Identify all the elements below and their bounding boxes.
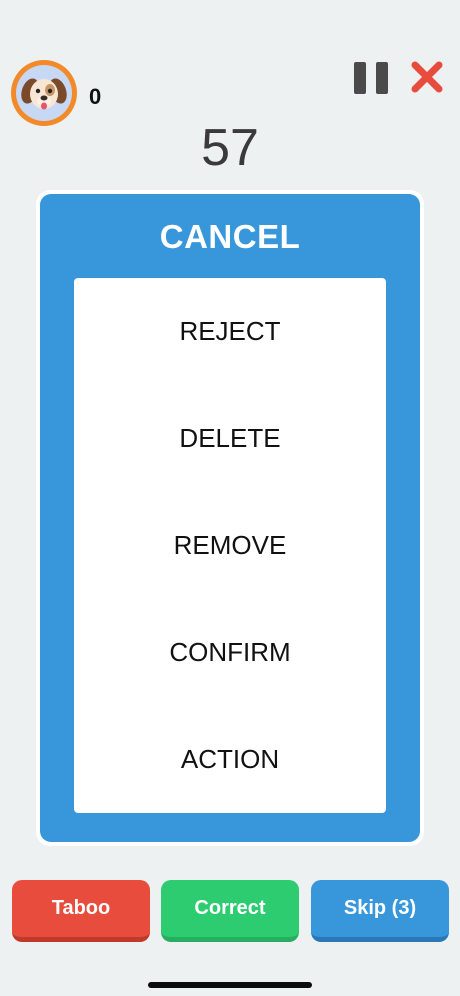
player-score: 0 bbox=[89, 84, 102, 109]
taboo-word: REMOVE bbox=[173, 530, 287, 560]
taboo-word-list: REJECT DELETE REMOVE CONFIRM ACTION bbox=[74, 278, 386, 813]
pause-icon-bar bbox=[376, 62, 388, 94]
close-x-icon bbox=[411, 61, 443, 93]
correct-button[interactable]: Correct bbox=[161, 880, 299, 942]
close-button[interactable] bbox=[410, 60, 444, 94]
pause-button[interactable] bbox=[354, 62, 388, 94]
taboo-word: ACTION bbox=[180, 744, 280, 774]
taboo-card-body: CANCEL REJECT DELETE REMOVE CONFIRM ACTI… bbox=[40, 194, 420, 842]
taboo-word: CONFIRM bbox=[169, 637, 291, 667]
target-word: CANCEL bbox=[159, 218, 301, 255]
pause-icon bbox=[354, 62, 366, 94]
taboo-card: CANCEL REJECT DELETE REMOVE CONFIRM ACTI… bbox=[36, 190, 424, 846]
player-avatar bbox=[11, 60, 77, 126]
taboo-button[interactable]: Taboo bbox=[12, 880, 150, 942]
taboo-word: REJECT bbox=[179, 316, 281, 346]
dog-face-icon bbox=[16, 65, 72, 121]
home-indicator[interactable] bbox=[148, 982, 312, 988]
round-timer: 57 bbox=[201, 119, 259, 177]
taboo-word: DELETE bbox=[179, 423, 281, 453]
skip-button[interactable]: Skip (3) bbox=[311, 880, 449, 942]
